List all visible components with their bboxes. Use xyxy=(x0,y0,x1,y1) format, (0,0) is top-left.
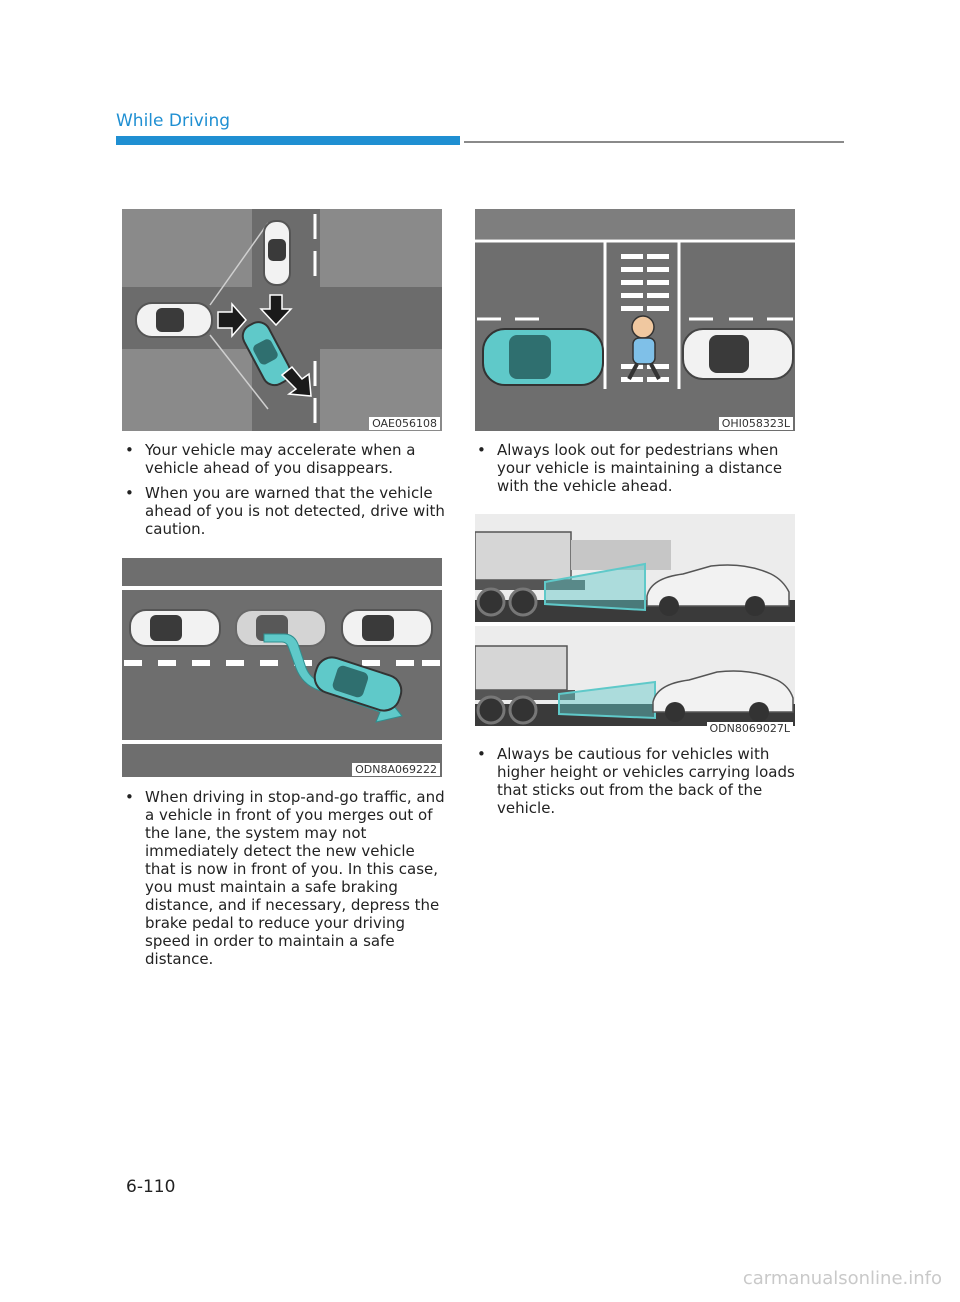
figure-code: ODN8A069222 xyxy=(352,763,440,776)
figure-code: ODN8069027L xyxy=(706,722,793,735)
arrow-diagonal-icon xyxy=(280,365,312,397)
intersection-illustration xyxy=(122,209,442,431)
wheel-icon xyxy=(476,695,506,725)
page-number: 6-110 xyxy=(126,1177,176,1197)
bullet-dot-icon: • xyxy=(125,441,134,459)
figure-intersection: OAE056108 xyxy=(122,209,442,431)
header-gray-rule xyxy=(464,141,844,143)
list-item: • Always look out for pedestrians when yo… xyxy=(472,441,797,495)
teal-car-merging-icon xyxy=(241,321,292,387)
white-car-icon xyxy=(652,670,794,722)
list-item: • Always be cautious for vehicles with hi… xyxy=(472,745,797,817)
bullet-list-left-a: • Your vehicle may accelerate when a vehi… xyxy=(120,441,445,545)
watermark: carmanualsonline.info xyxy=(742,1268,942,1289)
bullet-text: Always look out for pedestrians when you… xyxy=(497,441,783,495)
white-car-icon xyxy=(341,609,433,647)
bullet-dot-icon: • xyxy=(477,745,486,763)
merging-illustration xyxy=(122,558,442,777)
figure-code: OHI058323L xyxy=(718,417,793,430)
white-car-top-icon xyxy=(263,220,291,286)
bullet-list-left-b: • When driving in stop-and-go traffic, an… xyxy=(120,788,445,975)
truck-illustration xyxy=(475,514,795,736)
white-car-left-icon xyxy=(135,302,213,338)
header-blue-rule xyxy=(116,136,460,145)
header-section-title: While Driving xyxy=(116,111,231,131)
bullet-list-right-b: • Always be cautious for vehicles with hi… xyxy=(472,745,797,824)
bullet-dot-icon: • xyxy=(477,441,486,459)
wheel-icon xyxy=(508,695,538,725)
bullet-list-right-a: • Always look out for pedestrians when yo… xyxy=(472,441,797,502)
white-car-icon xyxy=(129,609,221,647)
teal-car-merging-icon xyxy=(313,656,403,712)
list-item: • Your vehicle may accelerate when a vehi… xyxy=(120,441,445,477)
bullet-dot-icon: • xyxy=(125,484,134,502)
pedestrian-icon xyxy=(627,315,661,380)
list-item: • When you are warned that the vehicle ah… xyxy=(120,484,445,538)
figure-truck: ODN8069027L xyxy=(475,514,795,736)
white-car-icon xyxy=(682,328,794,380)
bullet-text: Your vehicle may accelerate when a vehic… xyxy=(145,441,416,477)
white-car-icon xyxy=(646,564,790,616)
list-item: • When driving in stop-and-go traffic, an… xyxy=(120,788,445,968)
arrow-down-icon xyxy=(259,294,293,327)
pedestrian-illustration xyxy=(475,209,795,431)
bullet-dot-icon: • xyxy=(125,788,134,806)
figure-pedestrian: OHI058323L xyxy=(475,209,795,431)
bullet-text: When you are warned that the vehicle ahe… xyxy=(145,484,445,538)
figure-merging-traffic: ODN8A069222 xyxy=(122,558,442,777)
bullet-text: When driving in stop-and-go traffic, and… xyxy=(145,788,445,968)
arrow-right-icon xyxy=(217,302,247,338)
wheel-icon xyxy=(476,587,506,617)
teal-car-icon xyxy=(482,328,604,386)
bullet-text: Always be cautious for vehicles with hig… xyxy=(497,745,795,817)
figure-code: OAE056108 xyxy=(369,417,440,430)
wheel-icon xyxy=(508,587,538,617)
